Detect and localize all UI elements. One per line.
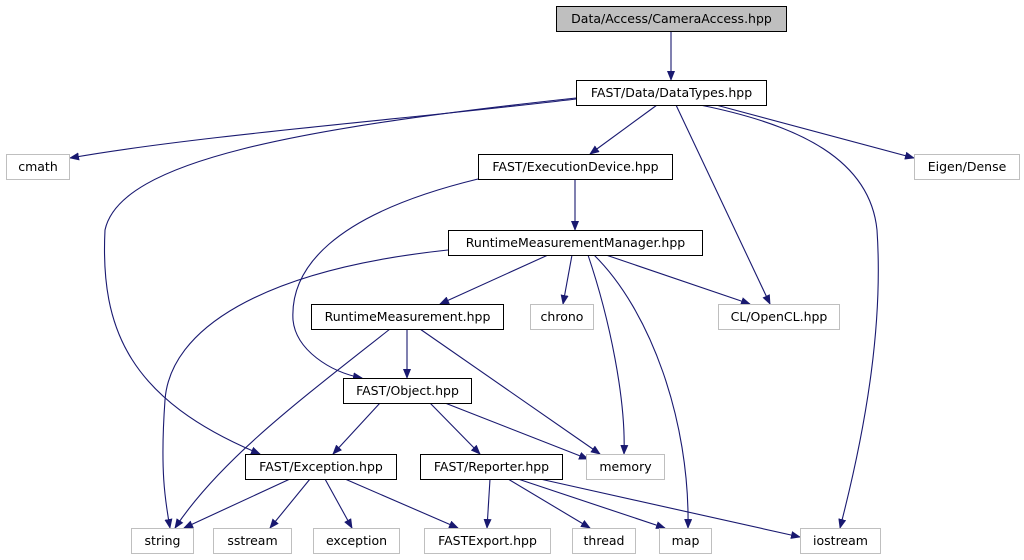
node-eigen-dense: Eigen/Dense — [914, 154, 1020, 180]
node-label: FAST/Reporter.hpp — [434, 459, 549, 474]
node-map: map — [659, 528, 712, 554]
node-data-types[interactable]: FAST/Data/DataTypes.hpp — [576, 80, 767, 106]
node-exception-hpp[interactable]: FAST/Exception.hpp — [245, 454, 397, 480]
node-box — [556, 6, 787, 32]
node-box — [311, 304, 504, 330]
edge-object-to-exception-hpp — [332, 402, 381, 455]
edge-exception-hpp-to-string — [183, 478, 291, 529]
node-camera-access[interactable]: Data/Access/CameraAccess.hpp — [556, 6, 787, 32]
node-label: sstream — [227, 533, 277, 548]
node-label: RuntimeMeasurementManager.hpp — [466, 235, 685, 250]
edge-runtime-mgr-to-runtime-meas — [439, 254, 549, 305]
edge-runtime-mgr-to-memory — [587, 254, 629, 455]
edge-reporter-to-thread — [507, 478, 591, 529]
node-box — [572, 528, 636, 554]
edge-exception-hpp-to-sstream — [269, 478, 311, 529]
node-label: Eigen/Dense — [928, 159, 1007, 174]
edge-execution-device-to-object — [292, 178, 479, 381]
edge-object-to-memory — [444, 402, 589, 460]
node-runtime-meas[interactable]: RuntimeMeasurement.hpp — [311, 304, 504, 330]
node-label: cmath — [18, 159, 58, 174]
node-string: string — [131, 528, 194, 554]
edge-reporter-to-iostream — [539, 478, 801, 539]
node-label: FAST/Exception.hpp — [259, 459, 383, 474]
edge-reporter-to-map — [517, 478, 666, 529]
edge-data-types-to-exception-hpp — [103, 97, 577, 455]
node-label: iostream — [813, 533, 868, 548]
node-box — [420, 454, 563, 480]
node-memory: memory — [586, 454, 665, 480]
edge-runtime-mgr-to-map — [593, 254, 693, 529]
node-iostream: iostream — [800, 528, 881, 554]
node-label: chrono — [541, 309, 584, 324]
node-chrono: chrono — [530, 304, 594, 330]
node-object[interactable]: FAST/Object.hpp — [343, 378, 472, 404]
node-thread: thread — [572, 528, 636, 554]
node-label: map — [672, 533, 700, 548]
edge-runtime-mgr-to-chrono — [560, 254, 573, 305]
node-box — [448, 230, 703, 256]
node-cmath: cmath — [6, 154, 70, 180]
node-box — [6, 154, 70, 180]
node-label: FAST/ExecutionDevice.hpp — [492, 159, 658, 174]
node-label: FASTExport.hpp — [438, 533, 537, 548]
node-execution-device[interactable]: FAST/ExecutionDevice.hpp — [478, 154, 673, 180]
node-box — [718, 304, 840, 330]
edge-runtime-meas-to-memory — [419, 328, 601, 455]
node-box — [800, 528, 881, 554]
nodes-layer: Data/Access/CameraAccess.hppFAST/Data/Da… — [6, 6, 1020, 554]
node-reporter[interactable]: FAST/Reporter.hpp — [420, 454, 563, 480]
node-box — [245, 454, 397, 480]
edge-runtime-mgr-to-opencl — [605, 254, 751, 305]
edge-runtime-mgr-to-string — [162, 249, 449, 529]
edge-reporter-to-fast-export — [483, 478, 492, 529]
node-label: CL/OpenCL.hpp — [731, 309, 828, 324]
node-label: exception — [326, 533, 387, 548]
node-label: FAST/Data/DataTypes.hpp — [591, 85, 752, 100]
edge-data-types-to-execution-device — [589, 104, 658, 155]
node-box — [659, 528, 712, 554]
edge-object-to-reporter — [429, 402, 481, 455]
edge-data-types-to-opencl — [675, 104, 771, 305]
node-exception: exception — [313, 528, 400, 554]
node-box — [576, 80, 767, 106]
edge-exception-hpp-to-exception — [324, 478, 353, 529]
edge-exception-hpp-to-fast-export — [344, 478, 459, 529]
node-box — [478, 154, 673, 180]
node-box — [586, 454, 665, 480]
node-box — [213, 528, 292, 554]
node-box — [424, 528, 551, 554]
edges-layer — [69, 31, 915, 539]
node-box — [343, 378, 472, 404]
node-label: thread — [584, 533, 625, 548]
node-fast-export: FASTExport.hpp — [424, 528, 551, 554]
node-box — [530, 304, 594, 330]
edge-data-types-to-eigen-dense — [715, 104, 915, 160]
node-sstream: sstream — [213, 528, 292, 554]
edge-runtime-meas-to-string — [174, 328, 391, 529]
node-runtime-mgr[interactable]: RuntimeMeasurementManager.hpp — [448, 230, 703, 256]
node-label: Data/Access/CameraAccess.hpp — [571, 11, 772, 26]
node-label: RuntimeMeasurement.hpp — [325, 309, 491, 324]
node-label: memory — [599, 459, 652, 474]
node-box — [131, 528, 194, 554]
edge-data-types-to-cmath — [69, 98, 577, 161]
node-label: FAST/Object.hpp — [356, 383, 459, 398]
node-opencl: CL/OpenCL.hpp — [718, 304, 840, 330]
edge-data-types-to-iostream — [699, 104, 879, 529]
node-label: string — [145, 533, 181, 548]
node-box — [313, 528, 400, 554]
node-box — [914, 154, 1020, 180]
